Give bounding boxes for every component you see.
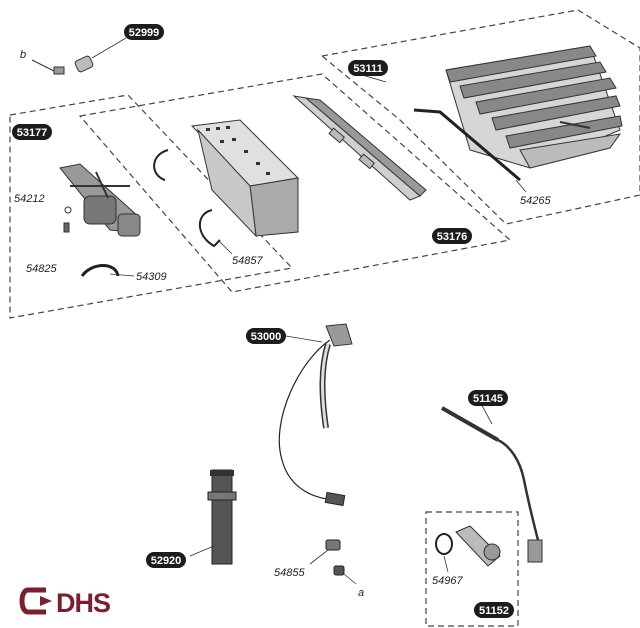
part-54857-drawing bbox=[153, 149, 233, 255]
badge-53176: 53176 bbox=[432, 228, 472, 244]
label-54967: 54967 bbox=[432, 575, 463, 587]
label-54855: 54855 bbox=[274, 567, 305, 579]
part-52920-drawing bbox=[189, 469, 237, 565]
badge-53177: 53177 bbox=[12, 124, 52, 140]
label-54265: 54265 bbox=[520, 195, 551, 207]
part-54309-drawing bbox=[80, 264, 135, 277]
badge-52999-label: 52999 bbox=[129, 27, 160, 39]
part-52999-drawing bbox=[31, 37, 127, 75]
logo-arrow-icon bbox=[19, 587, 46, 615]
badge-53111-label: 53111 bbox=[353, 63, 382, 75]
badge-51145: 51145 bbox=[468, 390, 508, 406]
dhs-logo: DHS bbox=[19, 587, 111, 618]
part-51152-drawing bbox=[435, 525, 501, 573]
badge-53111: 53111 bbox=[348, 60, 388, 76]
badge-52999: 52999 bbox=[124, 24, 164, 40]
label-a: a bbox=[358, 587, 364, 599]
label-54212: 54212 bbox=[14, 193, 45, 205]
label-54857: 54857 bbox=[232, 255, 263, 267]
part-53177-drawing bbox=[59, 163, 141, 237]
boundary-53111 bbox=[320, 9, 640, 225]
group-boundaries bbox=[9, 9, 640, 627]
boundary-53177 bbox=[9, 94, 294, 319]
badge-53000: 53000 bbox=[246, 328, 286, 344]
badge-51152: 51152 bbox=[474, 602, 514, 618]
part-54265-drawing bbox=[413, 108, 527, 193]
logo-text: DHS bbox=[56, 588, 110, 618]
boundary-51152 bbox=[425, 511, 519, 627]
label-b: b bbox=[20, 49, 26, 61]
part-burner-box-drawing bbox=[190, 119, 300, 238]
part-54855-drawing bbox=[309, 539, 357, 585]
part-burner-rail-drawing bbox=[292, 95, 427, 201]
badge-52920: 52920 bbox=[146, 552, 186, 568]
part-51145-drawing bbox=[441, 397, 543, 563]
badge-52920-label: 52920 bbox=[151, 555, 182, 567]
badge-53000-label: 53000 bbox=[251, 331, 282, 343]
boundary-53176 bbox=[78, 73, 512, 293]
badge-51145-label: 51145 bbox=[473, 393, 503, 405]
part-53000-drawing bbox=[278, 323, 353, 507]
part-53111-drawing bbox=[351, 45, 623, 169]
label-54309: 54309 bbox=[136, 271, 167, 283]
badge-53177-label: 53177 bbox=[17, 127, 48, 139]
badge-51152-label: 51152 bbox=[479, 605, 509, 617]
label-54825: 54825 bbox=[26, 263, 57, 275]
badge-53176-label: 53176 bbox=[437, 231, 468, 243]
